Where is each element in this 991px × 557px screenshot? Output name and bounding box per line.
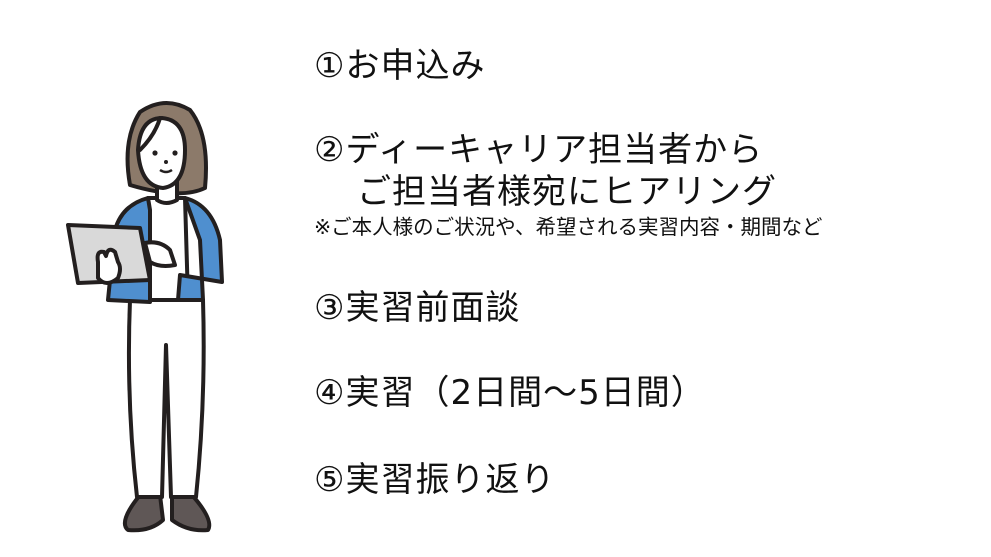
left-hand [95, 247, 122, 285]
step-3-pre-interview: ③実習前面談 [314, 288, 521, 328]
right-hand [143, 240, 177, 268]
pants [126, 298, 206, 499]
step-1-apply: ①お申込み [314, 46, 486, 86]
right-shoe [170, 493, 212, 533]
face [136, 116, 187, 190]
step-2-hearing-line2: ご担当者様宛にヒアリング [357, 172, 777, 212]
step-2-note: ※ご本人様のご状況や、希望される実習内容・期間など [314, 215, 823, 239]
step-2-hearing: ②ディーキャリア担当者から [314, 130, 764, 170]
step-4-practice: ④実習（2日間〜5日間） [314, 373, 706, 413]
step-5-review: ⑤実習振り返り [314, 460, 556, 500]
left-shoe [123, 493, 165, 533]
